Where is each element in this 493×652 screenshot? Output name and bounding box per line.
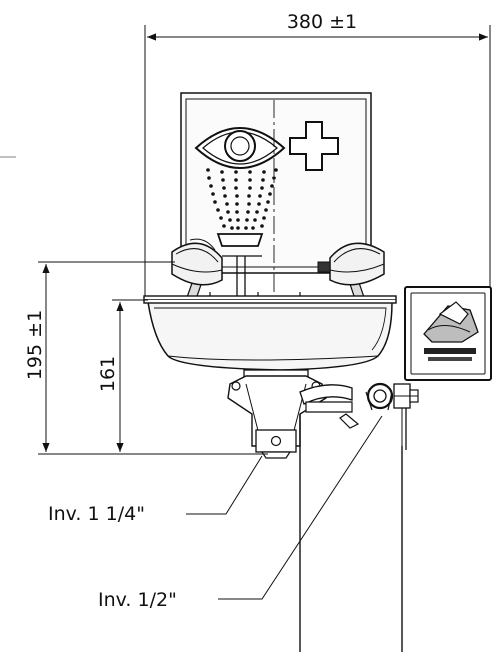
right-spray-head	[317, 242, 385, 303]
sign-panel	[180, 92, 372, 274]
width-dimension: 380 ±1	[144, 11, 491, 300]
overall-height-dimension: 195 ±1	[24, 261, 268, 455]
overall-height-label: 195 ±1	[24, 310, 46, 380]
supply-callout: Inv. 1/2"	[98, 415, 383, 611]
supply-callout-label: Inv. 1/2"	[98, 589, 177, 611]
drain-callout: Inv. 1 1/4"	[48, 455, 263, 525]
bowl-height-dimension: 161	[97, 299, 148, 452]
central-riser	[222, 255, 262, 298]
left-spray-head	[171, 238, 223, 303]
foot-pedal-label-icon	[423, 301, 479, 361]
bowl-height-label: 161	[97, 356, 119, 392]
first-aid-cross-icon	[289, 121, 339, 171]
supply-valve	[299, 382, 419, 450]
eye-wash-sign-icon	[194, 127, 286, 247]
width-dimension-label: 380 ±1	[287, 11, 357, 33]
drain-callout-label: Inv. 1 1/4"	[48, 503, 145, 525]
pedal-sign	[404, 286, 492, 381]
drain-assembly	[227, 369, 327, 459]
wash-bowl	[143, 292, 397, 371]
